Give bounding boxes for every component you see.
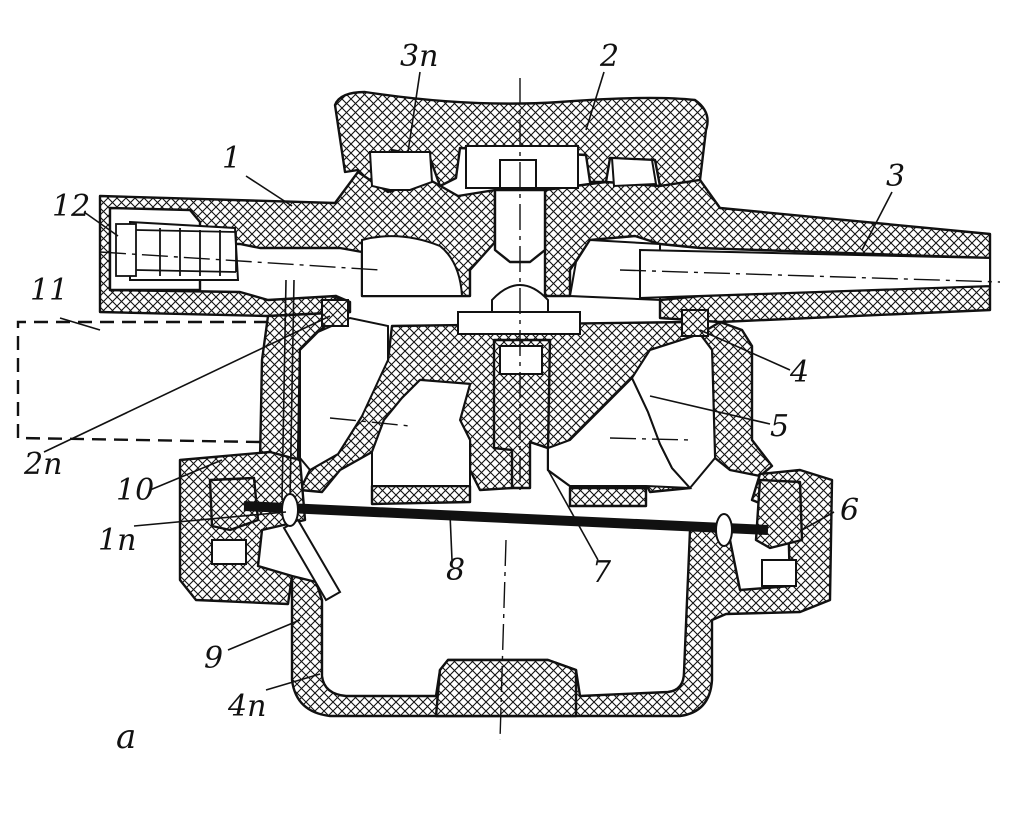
seal-left	[321, 299, 349, 327]
valve-nut	[499, 345, 543, 375]
attached-unit-outline	[16, 320, 268, 444]
chamber-middle-left	[371, 378, 472, 487]
clamp-right-part	[754, 478, 804, 550]
callout-10: 10	[116, 473, 154, 508]
center-plate-right-part	[568, 486, 648, 508]
cavity-3p-right	[610, 156, 658, 188]
callout-6: 6	[840, 493, 859, 528]
bolt-right	[761, 559, 797, 587]
valve-stem-part	[492, 338, 552, 490]
membrane-part	[243, 501, 769, 535]
axis-vertical-lower	[499, 539, 507, 741]
bottom-boss-part	[434, 658, 578, 718]
subfigure-label: a	[116, 717, 136, 757]
callout-1: 1	[222, 141, 241, 176]
callout-9: 9	[204, 641, 223, 676]
callout-3: 3	[886, 159, 905, 194]
callout-4: 4	[789, 355, 809, 390]
axis-chamber-right	[609, 437, 691, 441]
spindle-key	[499, 159, 537, 189]
membrane-clip-right	[715, 513, 733, 547]
callout-8: 8	[446, 553, 465, 588]
callout-2: 2	[599, 39, 619, 74]
axis-nozzle	[619, 269, 1001, 283]
axis-chamber-left	[329, 417, 411, 427]
axis-screw	[99, 251, 381, 271]
membrane-clip-left	[281, 493, 299, 527]
cavity-3p	[368, 151, 434, 191]
cavity-upper-right	[568, 238, 661, 302]
channel-2p	[281, 279, 295, 501]
callout-12: 12	[52, 189, 90, 224]
callout-11: 11	[30, 273, 68, 308]
callout-3p: 3п	[400, 39, 438, 74]
valve-seat-plate	[457, 311, 581, 335]
callout-4p: 4п	[227, 689, 266, 724]
center-plate-part	[370, 484, 472, 506]
screw-part	[115, 223, 237, 277]
callout-1p: 1п	[98, 523, 136, 558]
leader-lines	[43, 71, 893, 691]
chamber-right-side	[630, 332, 717, 490]
cap-part	[333, 90, 709, 194]
callout-7: 7	[592, 555, 612, 590]
bolt-left	[211, 539, 247, 565]
callout-2p: 2п	[23, 447, 62, 482]
cavity-upper-left	[361, 235, 464, 297]
nozzle-bore	[639, 248, 991, 300]
callout-5: 5	[770, 409, 789, 444]
